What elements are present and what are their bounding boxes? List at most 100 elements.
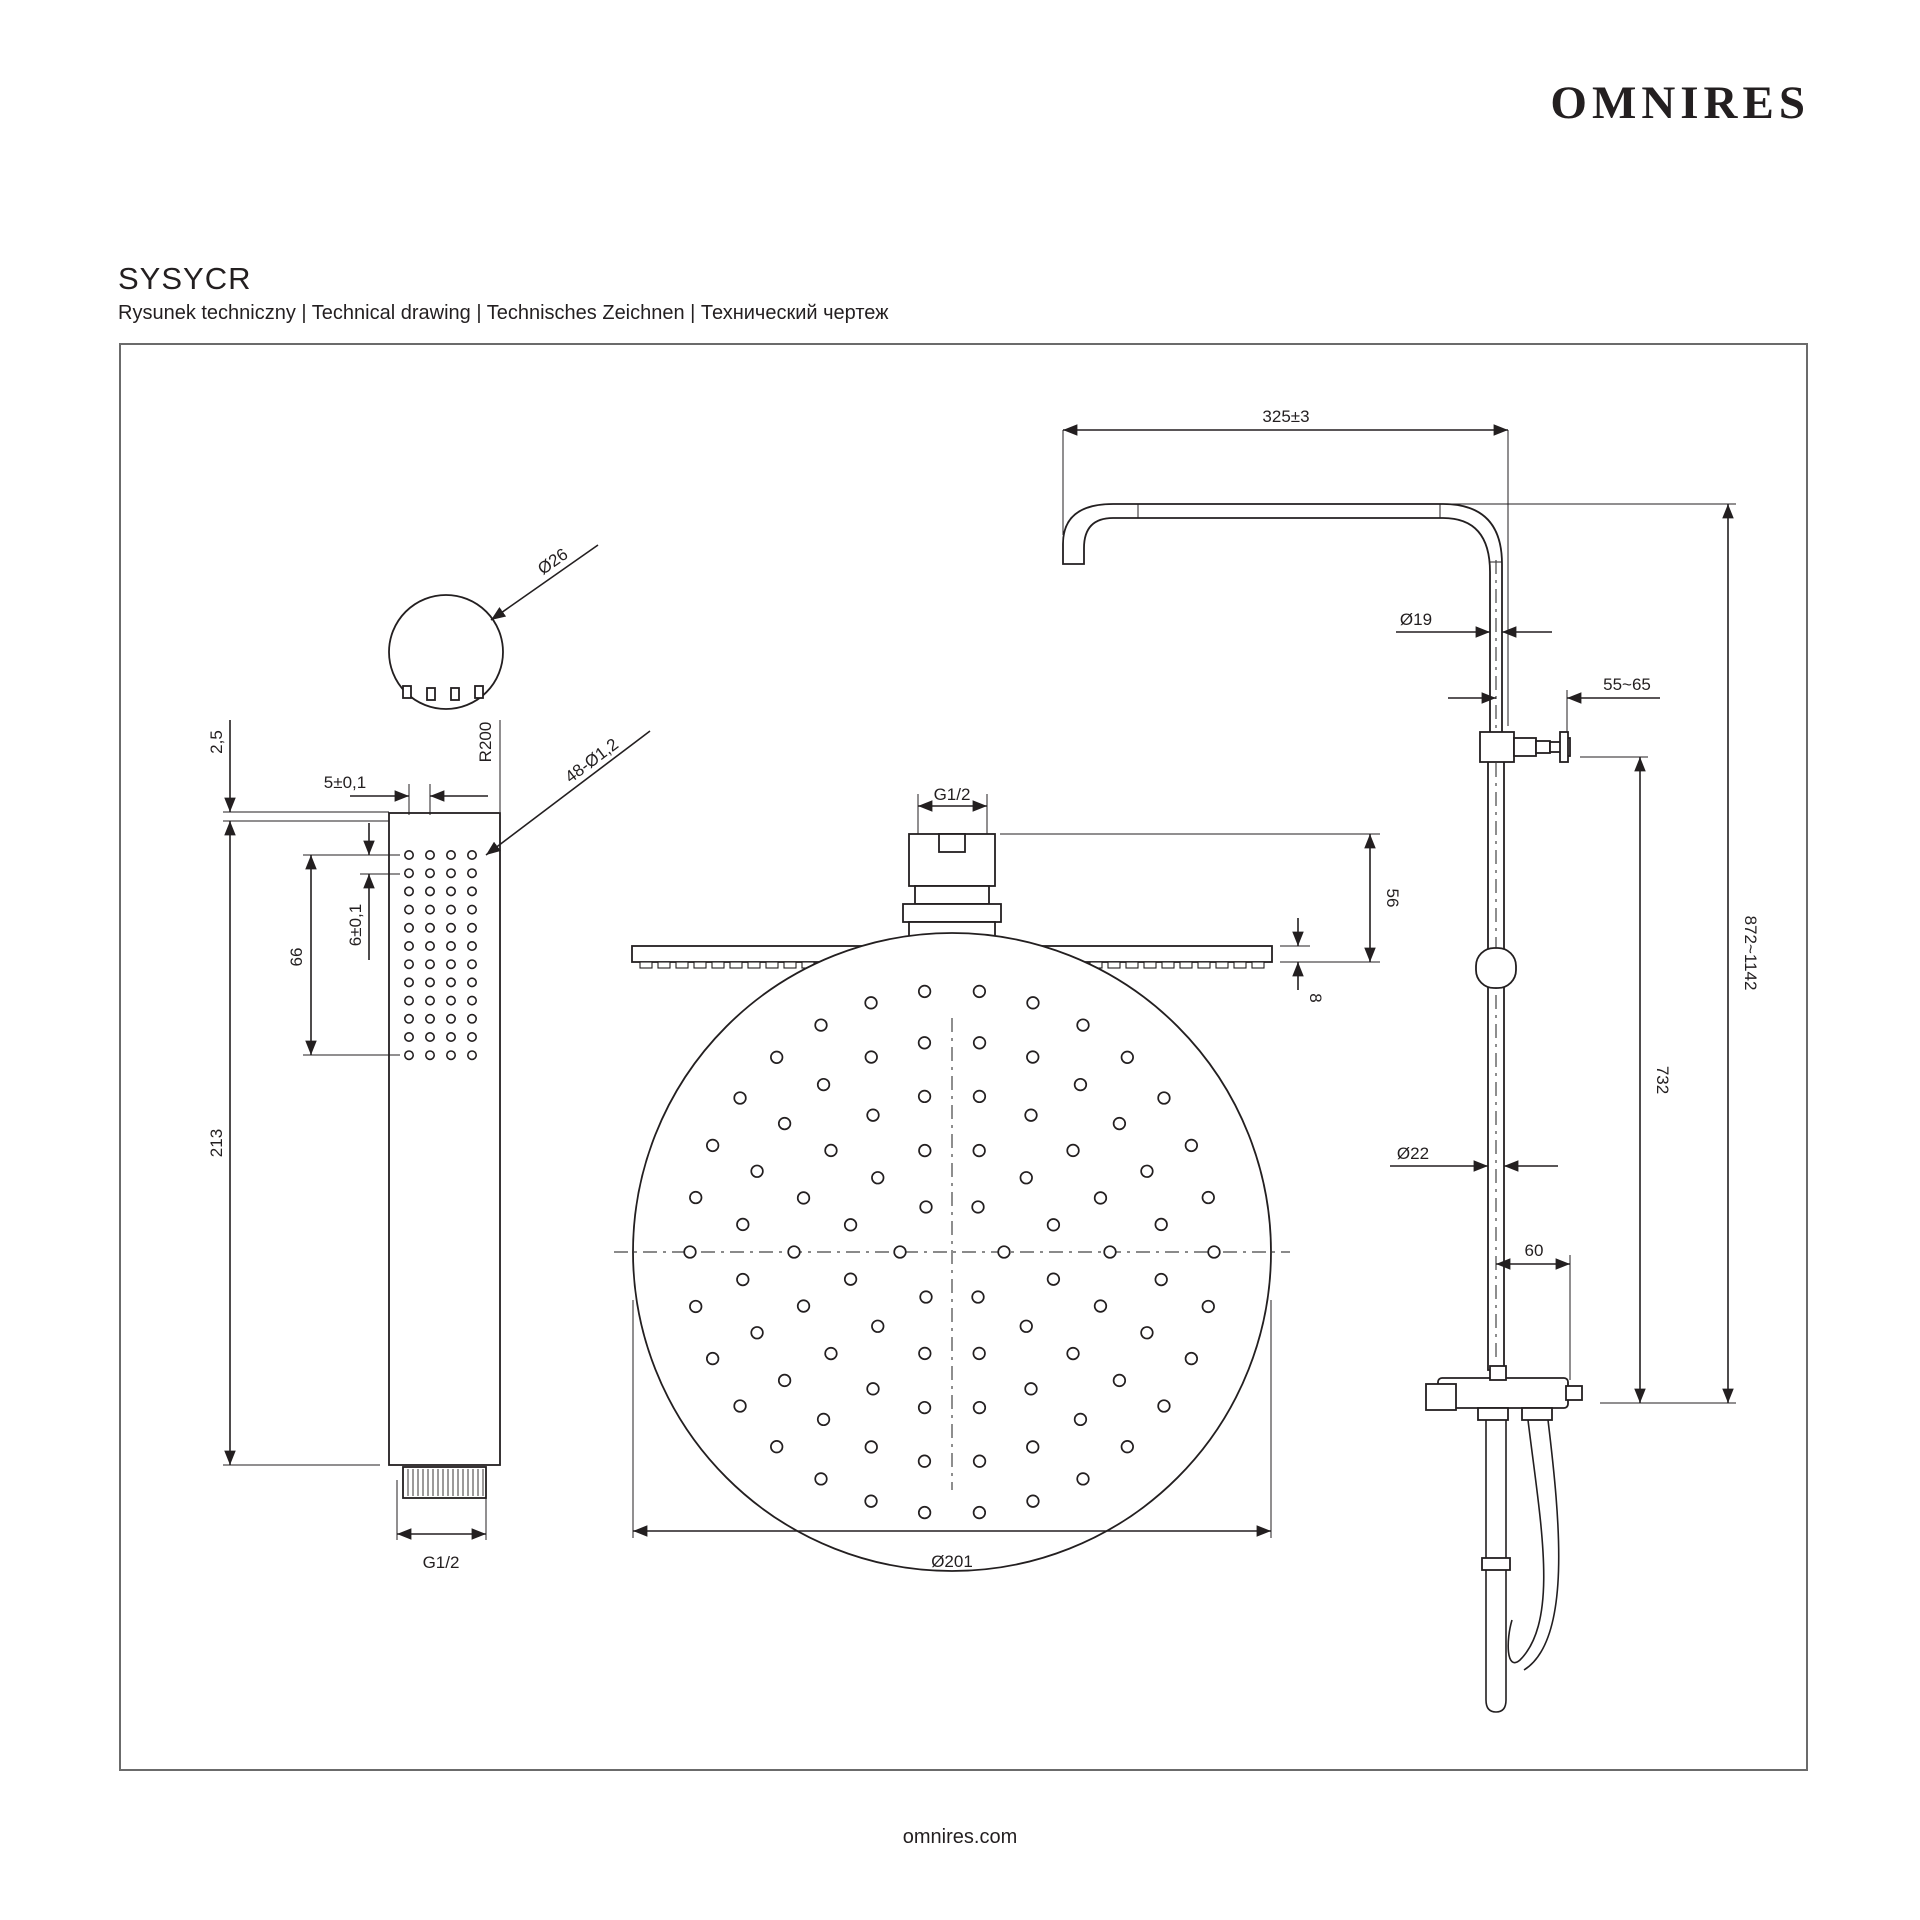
hand-nozzle (445, 977, 456, 988)
head-nozzle (1026, 996, 1040, 1010)
hand-nozzle (445, 995, 456, 1006)
hand-nozzle (466, 1013, 477, 1024)
head-nozzle (1024, 1108, 1038, 1122)
hand-nozzle (466, 886, 477, 897)
head-nozzle (1073, 1077, 1088, 1092)
head-nozzle (736, 1217, 750, 1232)
hand-nozzle (466, 1050, 477, 1061)
hand-nozzle (445, 959, 456, 970)
head-nozzle (777, 1373, 792, 1388)
head-nozzle (1103, 1245, 1117, 1259)
hand-nozzle (466, 995, 477, 1006)
head-nozzle (1093, 1299, 1108, 1313)
head-nozzle (919, 1200, 933, 1214)
hand-nozzle (424, 940, 435, 951)
footer-website: omnires.com (902, 1826, 1018, 1848)
hand-pitch-x-label: 5±0,1 (324, 773, 366, 792)
hand-shower-top-view: Ø26 (388, 544, 599, 710)
head-nozzle (918, 1143, 932, 1158)
head-nozzle (864, 996, 878, 1010)
head-nozzle (1112, 1373, 1127, 1388)
hand-nozzle (424, 1050, 435, 1061)
hand-nozzle (466, 868, 477, 879)
drawing-subtitle: Rysunek techniczny | Technical drawing |… (118, 302, 889, 324)
head-nozzle (689, 1190, 703, 1205)
head-nozzle (1026, 1494, 1040, 1508)
head-nozzle (971, 1200, 985, 1214)
head-nozzle (733, 1091, 747, 1105)
head-nozzle (777, 1116, 792, 1131)
head-nozzle (1024, 1382, 1038, 1396)
head-connection-label: G1/2 (934, 785, 971, 804)
hand-nozzle (403, 959, 414, 970)
head-nozzle (706, 1351, 720, 1366)
head-nozzle (972, 1400, 987, 1415)
arm-length-label: 325±3 (1262, 407, 1309, 426)
hand-nozzle (445, 1050, 456, 1061)
head-nozzle (824, 1143, 838, 1158)
hand-thread-label: G1/2 (423, 1553, 460, 1572)
head-nozzle (972, 1089, 987, 1104)
head-nozzle (1019, 1319, 1033, 1333)
head-nozzle (864, 1494, 878, 1508)
hand-nozzle (445, 886, 456, 897)
pipe-lower-dia-label: Ø22 (1397, 1144, 1429, 1163)
head-nozzle (971, 1290, 985, 1304)
head-nozzle (917, 1036, 932, 1050)
head-nozzle (1201, 1299, 1215, 1314)
outlet-offset-label: 60 (1525, 1241, 1544, 1260)
head-nozzle (864, 1050, 878, 1064)
head-nozzle (893, 1245, 907, 1259)
head-nozzle (864, 1440, 878, 1454)
hand-nozzle (466, 904, 477, 915)
head-nozzle (1140, 1326, 1154, 1340)
hand-nozzle (466, 977, 477, 988)
head-nozzle (972, 1505, 987, 1520)
head-diameter-label: Ø201 (931, 1552, 973, 1571)
head-nozzle (1140, 1164, 1154, 1178)
head-nozzle (972, 1454, 987, 1468)
head-nozzle (1120, 1440, 1134, 1454)
head-nozzle (736, 1272, 750, 1287)
head-nozzle (750, 1164, 764, 1178)
head-nozzle (972, 1143, 986, 1158)
head-nozzle (972, 984, 987, 999)
hand-nozzle (403, 886, 414, 897)
head-nozzle (917, 1400, 932, 1415)
hand-field-label: 66 (287, 948, 306, 967)
head-nozzle (972, 1346, 986, 1361)
head-nozzle (1026, 1050, 1040, 1064)
head-nozzle (816, 1077, 831, 1092)
hand-nozzle (403, 1050, 414, 1061)
hand-nozzle (424, 977, 435, 988)
head-nozzle (733, 1399, 747, 1413)
hand-radius-label: R200 (476, 722, 495, 763)
head-nozzle (1184, 1351, 1198, 1366)
head-height-label: 56 (1383, 889, 1402, 908)
head-nozzle (814, 1472, 828, 1486)
head-nozzle (1076, 1018, 1090, 1032)
plate-thickness-label: 8 (1306, 993, 1325, 1002)
hand-nozzle (424, 904, 435, 915)
head-nozzle (1120, 1050, 1134, 1064)
head-nozzle (917, 1454, 932, 1468)
head-nozzle (1066, 1143, 1080, 1158)
hand-shower-side-view: 48-Ø1,2 2,5 R200 5±0,1 6±0,1 66 213 (207, 720, 651, 1572)
hand-nozzle (424, 1013, 435, 1024)
hand-nozzle (445, 868, 456, 879)
pipe-upper-dia-label: Ø19 (1400, 610, 1432, 629)
head-shower-front-view: Ø201 (614, 932, 1290, 1572)
head-nozzle (917, 984, 932, 999)
head-nozzle (1026, 1440, 1040, 1454)
total-height-label: 872~1142 (1741, 916, 1760, 991)
hand-nozzle (466, 959, 477, 970)
head-nozzle (866, 1108, 880, 1122)
hand-nozzle (424, 995, 435, 1006)
head-nozzle (814, 1018, 828, 1032)
head-nozzle (1184, 1138, 1198, 1153)
hand-top-label: 2,5 (207, 730, 226, 754)
hand-nozzle (403, 922, 414, 933)
hand-nozzle (424, 959, 435, 970)
hand-nozzle (403, 1013, 414, 1024)
